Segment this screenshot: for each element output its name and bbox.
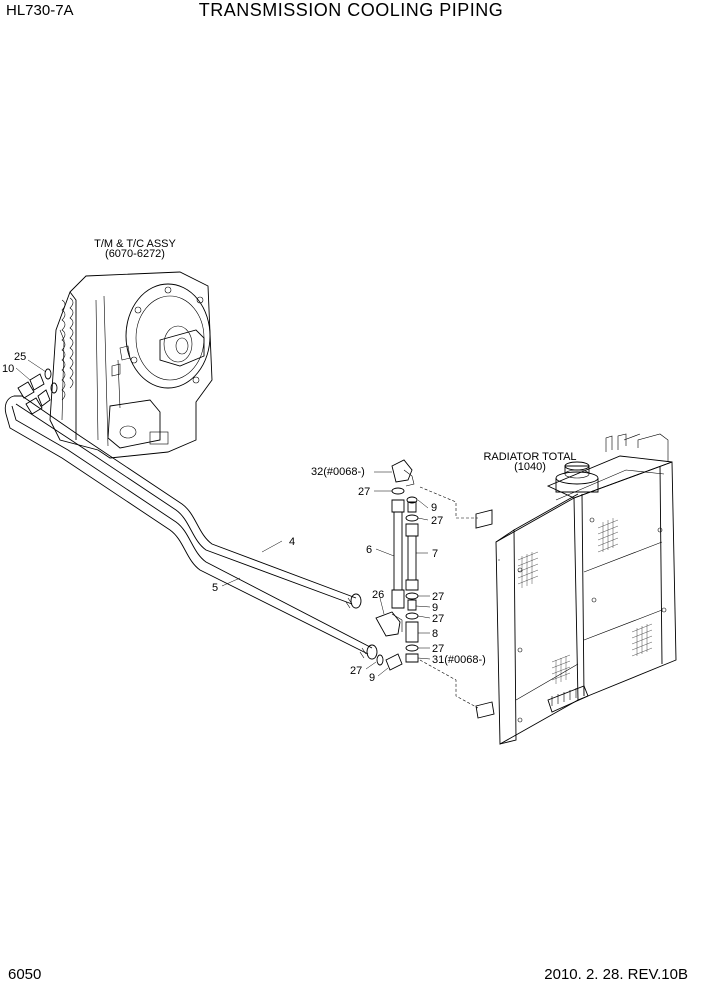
radiator-assembly: RADIATOR TOTAL (1040) (475, 433, 677, 745)
transmission-code: (6070-6272) (105, 248, 165, 260)
page-number: 6050 (8, 966, 42, 983)
fittings-lower (376, 653, 403, 671)
transmission-assembly: T/M & T/C ASSY (6070-6272) (49, 238, 213, 459)
connection-lower (419, 659, 479, 709)
radiator-label: RADIATOR TOTAL (483, 451, 576, 463)
model-number: HL730-7A (6, 2, 74, 19)
callout-27-bottom: 27 (350, 665, 362, 677)
callout-31: 31(#0068-) (432, 654, 486, 666)
callouts: 10 25 4 5 32(#0068-) 27 9 27 6 7 26 27 9… (2, 351, 486, 684)
callout-7: 7 (432, 548, 438, 560)
callout-27-lower: 27 (432, 643, 444, 655)
tube-5 (4, 395, 378, 660)
callout-25: 25 (14, 351, 26, 363)
callout-27-upper: 27 (358, 486, 370, 498)
elbow-26 (375, 611, 403, 637)
callout-9-upper: 9 (431, 502, 437, 514)
hose-8 (405, 621, 419, 643)
callout-4: 4 (289, 536, 295, 548)
tube-4 (15, 395, 362, 609)
connection-upper (419, 486, 478, 519)
callout-9-bottom: 9 (369, 672, 375, 684)
callout-27-mid-lower: 27 (432, 613, 444, 625)
callout-6: 6 (366, 544, 372, 556)
fittings-transmission (17, 368, 58, 415)
transmission-label: T/M & T/C ASSY (94, 238, 176, 250)
fittings-middle (405, 592, 419, 663)
callout-27-upper-right: 27 (431, 515, 443, 527)
o-ring-27-top (391, 487, 405, 495)
revision-date: 2010. 2. 28. REV.10B (544, 966, 688, 983)
page-title: TRANSMISSION COOLING PIPING (198, 0, 504, 20)
hose-6 (391, 499, 405, 609)
hose-7 (405, 496, 419, 591)
callout-9-mid: 9 (432, 602, 438, 614)
callout-8: 8 (432, 628, 438, 640)
callout-5: 5 (212, 582, 218, 594)
elbow-32 (391, 459, 415, 487)
callout-10: 10 (2, 363, 14, 375)
radiator-code: (1040) (514, 461, 546, 473)
callout-27-mid: 27 (432, 591, 444, 603)
callout-32: 32(#0068-) (311, 466, 365, 478)
callout-leaders (15, 359, 431, 677)
callout-26: 26 (372, 589, 384, 601)
